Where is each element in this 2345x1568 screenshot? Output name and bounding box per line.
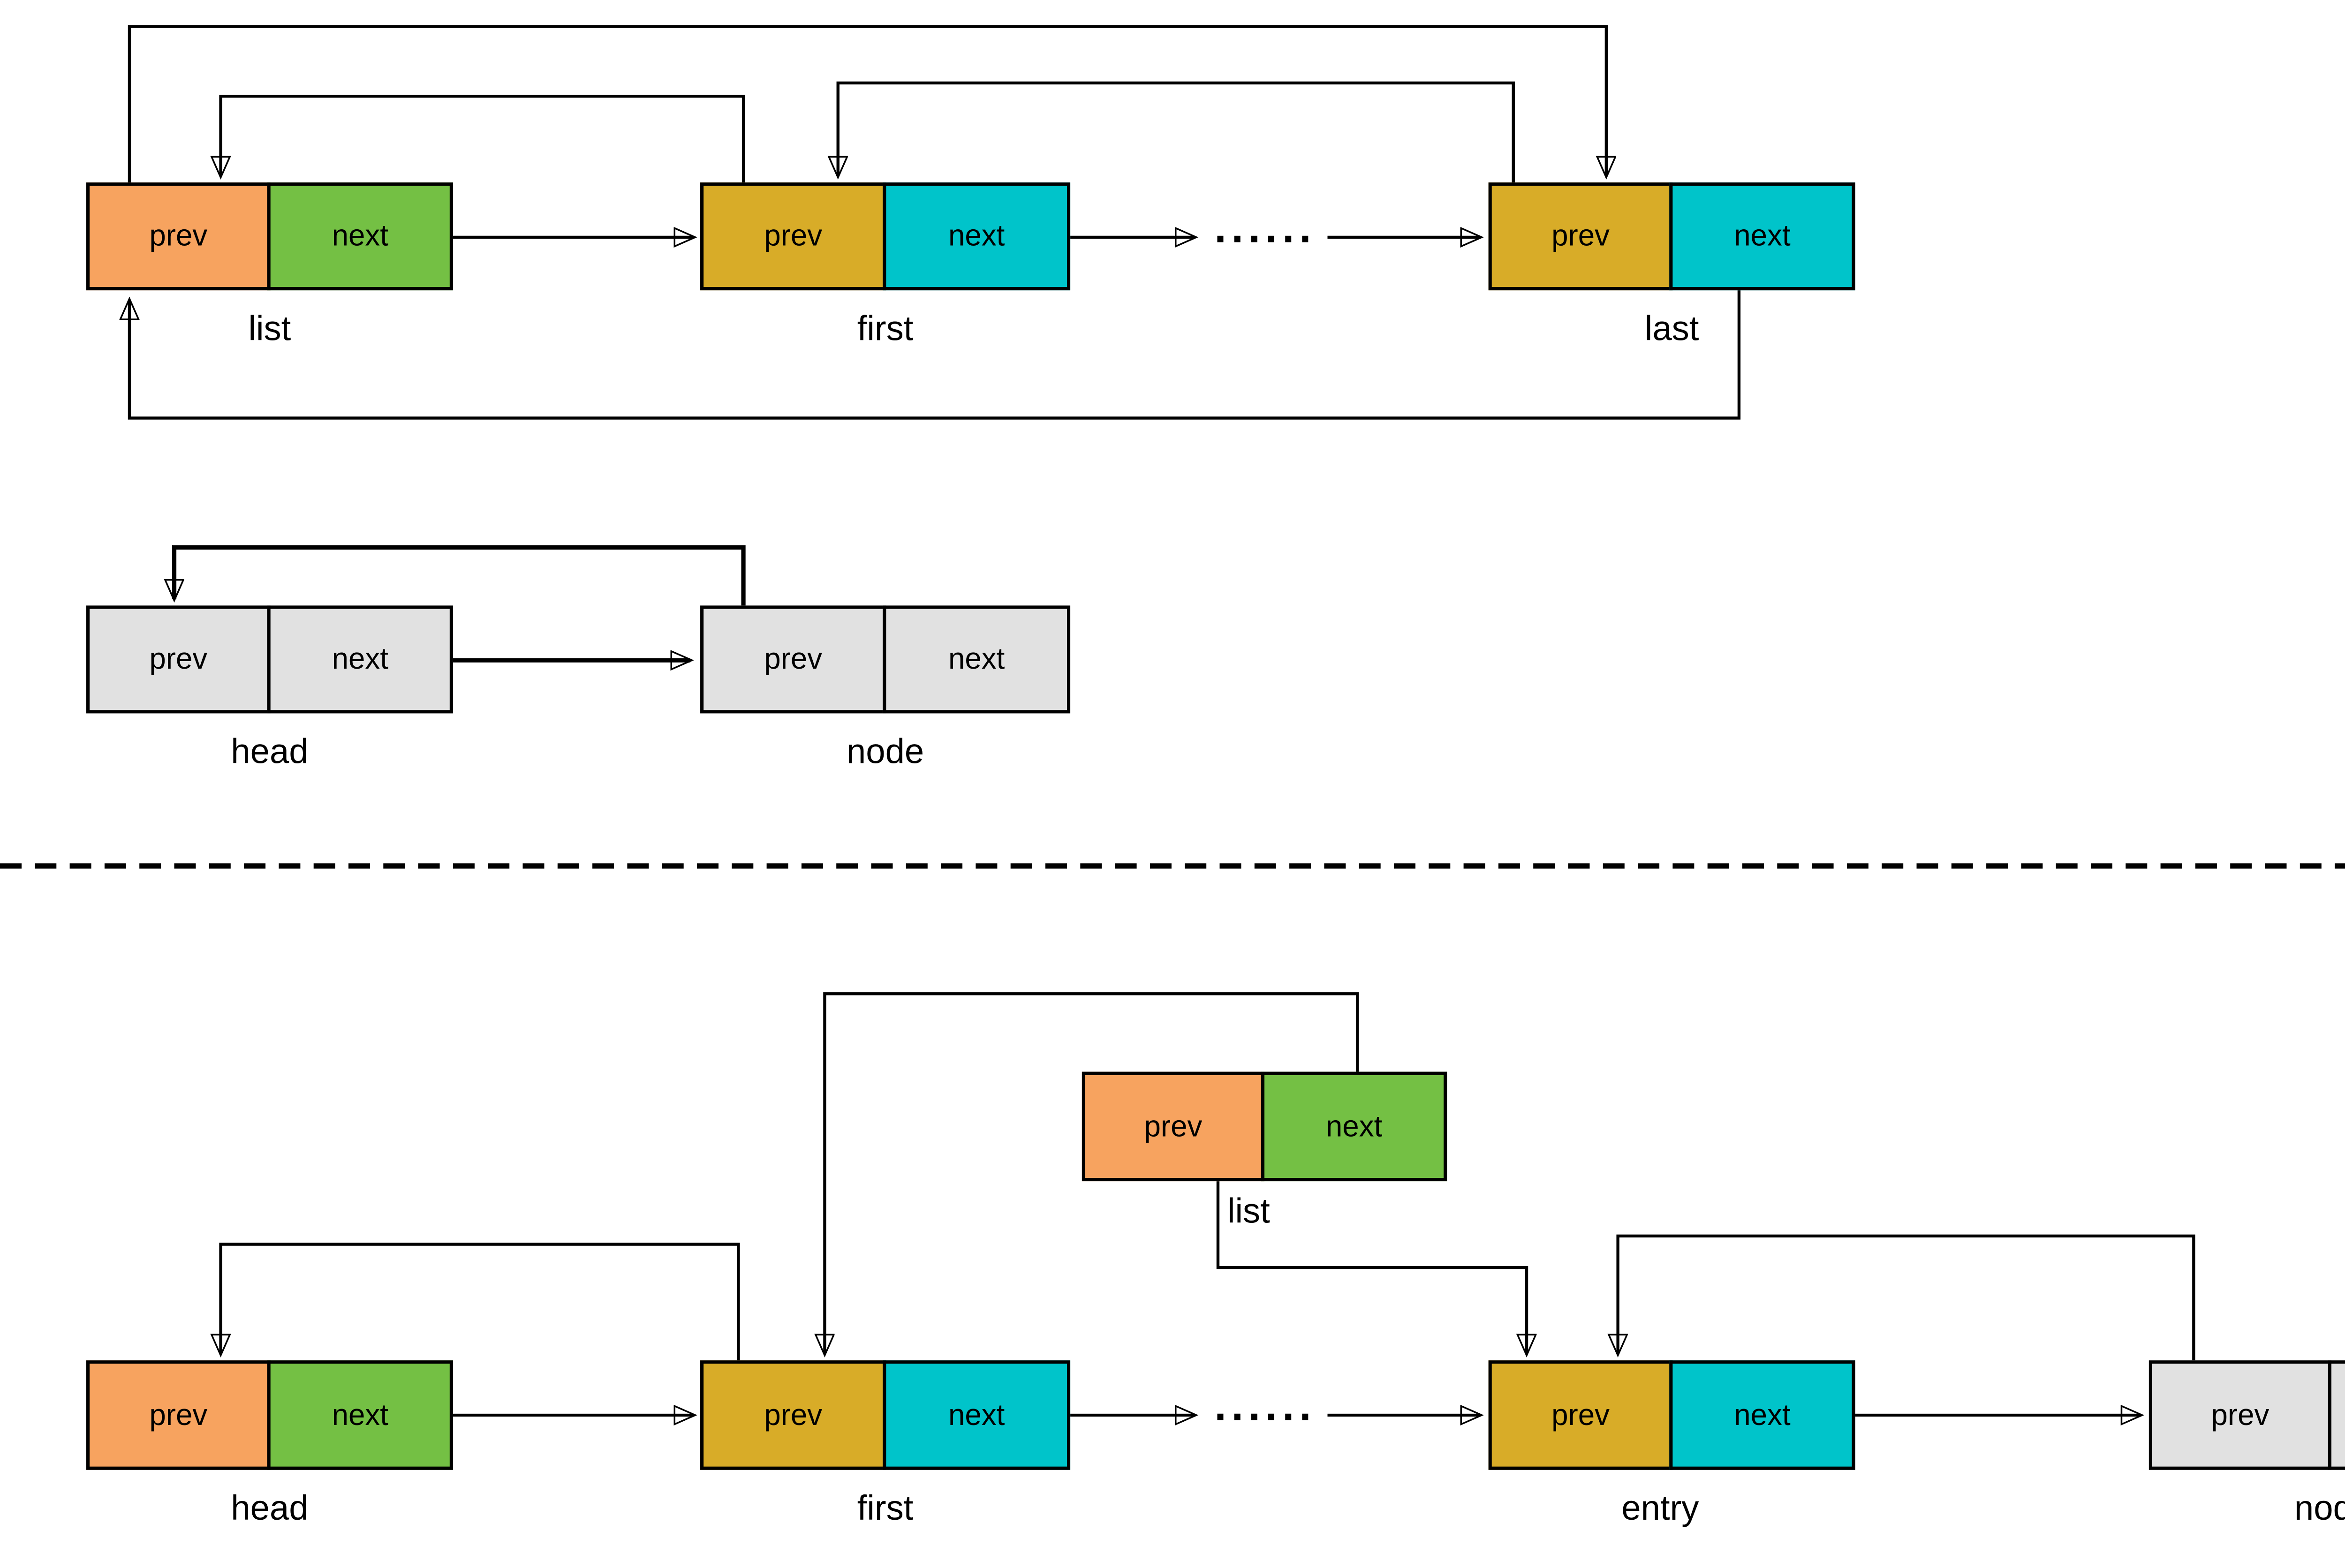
arrow-bot-node-prev-to-entry xyxy=(1618,1234,2195,1361)
next-label: next xyxy=(1734,1397,1791,1431)
node-top-first: prev next xyxy=(700,182,1071,291)
node-caption-bot-first: first xyxy=(857,1490,914,1528)
prev-label: prev xyxy=(764,642,823,676)
prev-cell: prev xyxy=(86,1360,271,1470)
next-label: next xyxy=(332,642,388,676)
node-mid-head: prev next xyxy=(86,605,453,714)
arrow-bot-first-prev-to-head xyxy=(221,1243,740,1361)
next-cell: next xyxy=(1261,1071,1447,1182)
prev-cell: prev xyxy=(86,605,271,714)
node-caption-bot-node: node xyxy=(2294,1490,2345,1528)
node-caption-top-list: list xyxy=(248,310,291,349)
prev-cell: prev xyxy=(1082,1071,1265,1182)
prev-cell: prev xyxy=(1488,1360,1673,1470)
arrow-mid-node-prev-to-head xyxy=(174,545,746,606)
prev-cell: prev xyxy=(2148,1360,2332,1470)
node-caption-top-first: first xyxy=(857,310,914,349)
next-cell: next xyxy=(267,182,453,291)
next-cell: next xyxy=(267,1360,453,1470)
prev-label: prev xyxy=(1144,1109,1203,1142)
node-mid-node: prev next xyxy=(700,605,1071,714)
next-label: next xyxy=(948,219,1005,252)
next-label: next xyxy=(332,1397,388,1431)
arrow-top-last-prev-to-first xyxy=(838,81,1515,183)
prev-cell: prev xyxy=(1488,182,1673,291)
prev-label: prev xyxy=(149,219,208,252)
prev-label: prev xyxy=(1551,1397,1610,1431)
node-bot-node: prev next xyxy=(2148,1360,2345,1470)
node-bot-first: prev next xyxy=(700,1360,1071,1470)
node-caption-top-last: last xyxy=(1644,310,1699,349)
arrow-top-list-prev-to-last xyxy=(128,25,1606,183)
ellipsis-top: ...... xyxy=(1214,202,1316,252)
node-top-list: prev next xyxy=(86,182,453,291)
next-label: next xyxy=(948,642,1005,676)
prev-label: prev xyxy=(149,1397,208,1431)
node-bot-entry: prev next xyxy=(1488,1360,1855,1470)
node-caption-bot-entry: entry xyxy=(1621,1490,1699,1528)
node-top-last: prev next xyxy=(1488,182,1855,291)
next-label: next xyxy=(948,1397,1005,1431)
next-cell: next xyxy=(267,605,453,714)
node-bot-head: prev next xyxy=(86,1360,453,1470)
prev-label: prev xyxy=(2211,1397,2269,1431)
prev-cell: prev xyxy=(700,1360,886,1470)
next-cell: next xyxy=(883,605,1071,714)
prev-cell: prev xyxy=(700,605,886,714)
node-caption-bot-head: head xyxy=(231,1490,309,1528)
prev-label: prev xyxy=(764,219,823,252)
arrow-bot-list-next-to-first xyxy=(825,992,1359,1354)
ellipsis-bottom: ...... xyxy=(1214,1380,1316,1430)
node-caption-mid-node: node xyxy=(846,733,924,772)
prev-label: prev xyxy=(1551,219,1610,252)
next-cell: next xyxy=(883,182,1071,291)
next-label: next xyxy=(332,219,388,252)
node-caption-bot-list: list xyxy=(1227,1192,1270,1231)
node-bot-list: prev next xyxy=(1082,1071,1447,1182)
next-label: next xyxy=(1325,1109,1383,1142)
arrow-bot-list-prev-to-entry xyxy=(1216,1181,1527,1354)
arrow-top-first-prev-to-list xyxy=(221,95,745,183)
next-cell: next xyxy=(1669,1360,1855,1470)
prev-cell: prev xyxy=(700,182,886,291)
next-cell: next xyxy=(883,1360,1071,1470)
prev-label: prev xyxy=(764,1397,823,1431)
arrow-top-last-next-to-list xyxy=(129,290,1741,420)
prev-cell: prev xyxy=(86,182,271,291)
next-cell: next xyxy=(1669,182,1855,291)
next-label: next xyxy=(1734,219,1791,252)
node-caption-mid-head: head xyxy=(231,733,309,772)
next-cell: next xyxy=(2328,1360,2345,1470)
prev-label: prev xyxy=(149,642,208,676)
